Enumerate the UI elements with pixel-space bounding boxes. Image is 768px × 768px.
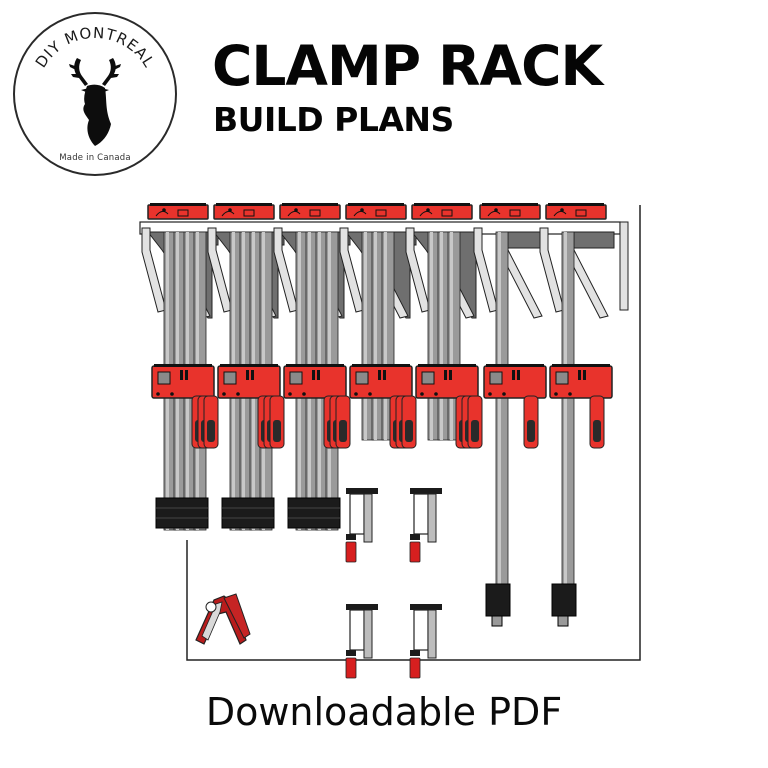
downloadable-pdf-label: Downloadable PDF: [205, 690, 563, 734]
page-subtitle: BUILD PLANS: [213, 100, 454, 139]
top-clamp-heads: [147, 203, 607, 220]
spring-clamp: [195, 593, 251, 645]
logo-graphic: DIY MONTREAL: [32, 24, 157, 146]
logo-tagline: Made in Canada: [59, 153, 131, 163]
deer-head-icon: [69, 58, 121, 146]
small-f-clamps: [345, 488, 442, 679]
brand-logo: DIY MONTREAL Made in Canada: [13, 12, 177, 176]
middle-clamp-heads: [151, 364, 613, 449]
clamp-feet: [155, 497, 577, 627]
page-title: CLAMP RACK: [212, 34, 603, 98]
